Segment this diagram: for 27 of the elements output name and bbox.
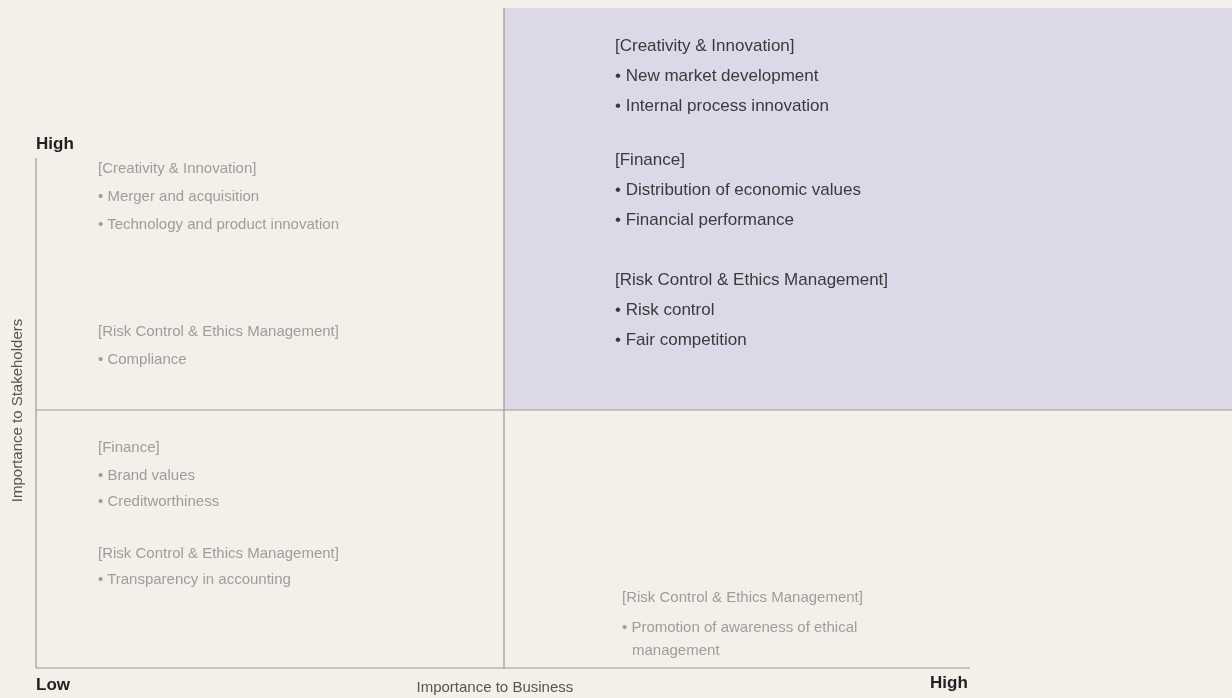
bullet-item: • Brand values xyxy=(98,466,195,484)
category-heading: [Creativity & Innovation] xyxy=(615,36,795,57)
category-heading: [Risk Control & Ethics Management] xyxy=(622,588,863,606)
bullet-item: • Financial performance xyxy=(615,210,794,231)
highlighted-quadrant xyxy=(504,8,1232,410)
category-heading: [Risk Control & Ethics Management] xyxy=(98,322,339,340)
axis-end-label: Low xyxy=(36,675,70,695)
category-heading: [Finance] xyxy=(98,438,160,456)
axis-end-label: High xyxy=(36,134,74,154)
bullet-item: • Promotion of awareness of ethical management xyxy=(622,617,859,661)
bullet-item: • Compliance xyxy=(98,350,187,368)
bullet-item: • Internal process innovation xyxy=(615,96,829,117)
axis-title: Importance to Stakeholders xyxy=(7,318,25,502)
bullet-item: • Merger and acquisition xyxy=(98,187,260,205)
bullet-item: • Distribution of economic values xyxy=(615,180,861,201)
bullet-item: • Risk control xyxy=(615,300,715,321)
bullet-item: • Transparency in accounting xyxy=(98,570,291,588)
category-heading: [Creativity & Innovation] xyxy=(98,159,257,177)
axis-title: Importance to Business xyxy=(416,678,574,695)
bullet-item: • Creditworthiness xyxy=(98,492,220,510)
category-heading: [Finance] xyxy=(615,150,685,171)
bullet-item: • New market development xyxy=(615,66,819,87)
axis-end-label: High xyxy=(930,673,968,693)
bullet-item: • Technology and product innovation xyxy=(98,215,339,233)
category-heading: [Risk Control & Ethics Management] xyxy=(615,270,889,291)
bullet-item: • Fair competition xyxy=(615,330,747,351)
category-heading: [Risk Control & Ethics Management] xyxy=(98,544,339,562)
